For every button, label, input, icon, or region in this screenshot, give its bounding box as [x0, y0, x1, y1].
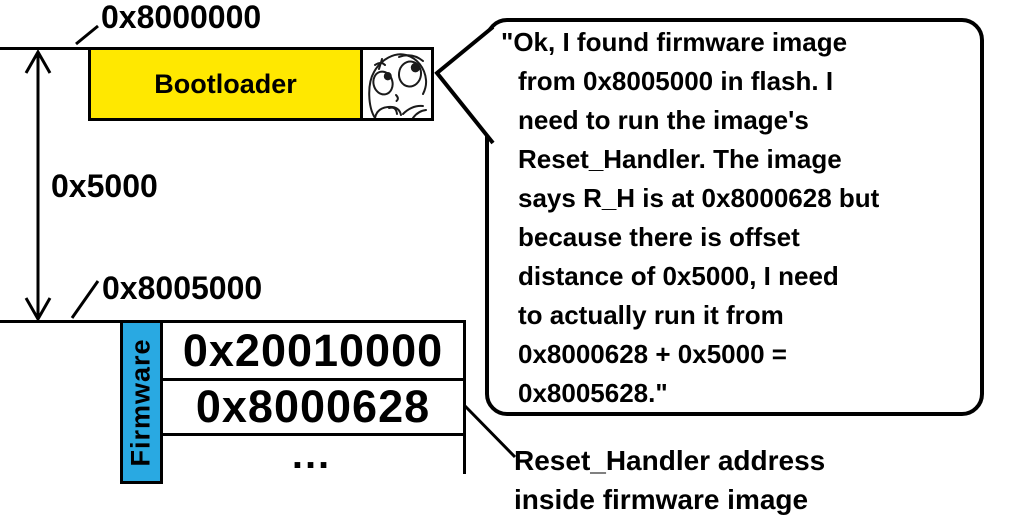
firmware-base-address-label: 0x8005000 [102, 270, 263, 306]
speech-bubble-line: from 0x8005000 in flash. I [518, 66, 834, 96]
firmware-base-tick [70, 280, 100, 319]
flash-base-tick [75, 24, 99, 46]
firmware-word-initial-sp: 0x20010000 [160, 320, 466, 381]
speech-bubble-line: need to run the image's [518, 105, 809, 135]
speech-bubble-line: says R_H is at 0x8000628 but [518, 183, 880, 213]
firmware-word-reset-handler: 0x8000628 [160, 378, 466, 436]
speech-bubble-line: Reset_Handler. The image [518, 144, 842, 174]
speech-bubble-line: "Ok, I found firmware image [501, 27, 848, 57]
firmware-word-ellipsis: ... [160, 433, 466, 475]
bootloader-region: Bootloader [88, 47, 434, 121]
offset-distance-label: 0x5000 [51, 168, 158, 204]
annotation-line: inside firmware image [514, 484, 809, 515]
thinking-face-icon [360, 50, 431, 118]
speech-bubble: "Ok, I found firmware image from 0x80050… [485, 18, 984, 416]
speech-bubble-line: 0x8000628 + 0x5000 = [518, 339, 787, 369]
speech-bubble-line: 0x8005628." [518, 378, 668, 408]
speech-bubble-line: distance of 0x5000, I need [518, 261, 839, 291]
speech-bubble-line: to actually run it from [518, 300, 784, 330]
reset-handler-annotation: Reset_Handler address inside firmware im… [514, 441, 825, 519]
speech-bubble-line: because there is offset [518, 222, 800, 252]
offset-arrow [24, 48, 52, 323]
bootloader-label: Bootloader [154, 68, 297, 99]
bootloader-label-area: Bootloader [91, 50, 360, 118]
annotation-line: Reset_Handler address [514, 445, 826, 476]
firmware-label: Firmware [126, 337, 156, 467]
firmware-region-tab: Firmware [120, 320, 163, 484]
flash-base-address-label: 0x8000000 [101, 0, 262, 35]
